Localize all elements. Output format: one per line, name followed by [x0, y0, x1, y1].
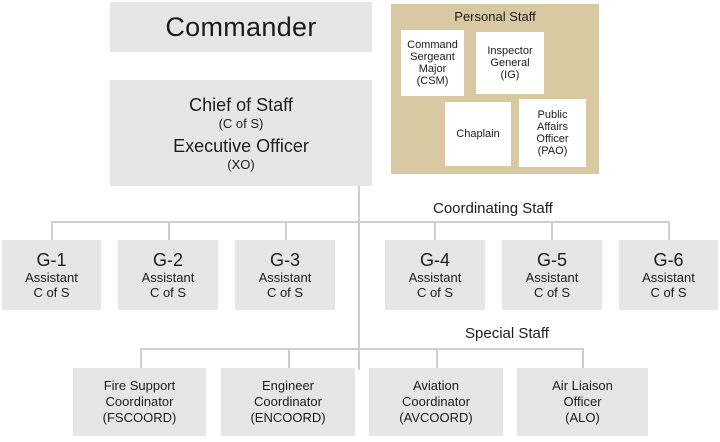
- encoord-drop: [288, 348, 290, 368]
- g3-box: G-3 Assistant C of S: [235, 240, 335, 310]
- commander-box: Commander: [110, 2, 372, 52]
- g6-line-1: Assistant: [642, 270, 695, 285]
- chief-abbr: (C of S): [218, 116, 264, 131]
- pao-line-3: Officer: [536, 133, 569, 145]
- chaplain-box: Chaplain: [445, 102, 511, 166]
- ig-line-1: Inspector: [487, 45, 533, 57]
- chief-of-staff-box: Chief of Staff (C of S) Executive Office…: [110, 80, 372, 186]
- g6-code: G-6: [653, 250, 684, 270]
- g5-line-1: Assistant: [525, 270, 579, 285]
- pao-box: Public Affairs Officer (PAO): [519, 99, 586, 167]
- encoord-line-2: Coordinator: [254, 394, 322, 409]
- g2-drop: [168, 221, 170, 240]
- alo-line-3: (ALO): [565, 410, 600, 425]
- personal-staff-title: Personal Staff: [454, 9, 536, 24]
- chief-title: Chief of Staff: [189, 95, 293, 115]
- csm-line-1: Command: [407, 39, 458, 51]
- g4-drop: [434, 221, 436, 240]
- xo-abbr: (XO): [227, 157, 255, 172]
- g5-code: G-5: [536, 250, 567, 270]
- encoord-box: Engineer Coordinator (ENCOORD): [221, 368, 355, 436]
- avcoord-line-1: Aviation: [412, 378, 459, 393]
- g1-code: G-1: [36, 250, 67, 270]
- g5-line-2: C of S: [533, 285, 571, 300]
- g4-line-1: Assistant: [408, 270, 462, 285]
- g2-code: G-2: [152, 250, 183, 270]
- g4-code: G-4: [419, 250, 450, 270]
- fscoord-line-2: Coordinator: [105, 394, 174, 409]
- g6-box: G-6 Assistant C of S: [619, 240, 718, 310]
- avcoord-drop: [436, 348, 438, 368]
- g1-box: G-1 Assistant C of S: [2, 240, 101, 310]
- special-bus: [140, 348, 584, 350]
- csm-line-3: Major: [418, 63, 447, 75]
- avcoord-line-2: Coordinator: [402, 394, 470, 409]
- commander-label: Commander: [165, 11, 317, 42]
- g5-box: G-5 Assistant C of S: [502, 240, 602, 310]
- xo-title: Executive Officer: [173, 136, 309, 156]
- g4-box: G-4 Assistant C of S: [385, 240, 485, 310]
- pao-line-2: Affairs: [537, 121, 568, 133]
- g1-line-1: Assistant: [25, 270, 78, 285]
- g2-line-1: Assistant: [141, 270, 195, 285]
- g5-drop: [551, 221, 553, 240]
- ig-line-2: General: [490, 57, 530, 69]
- csm-line-2: Sergeant: [410, 51, 455, 63]
- g2-line-2: C of S: [149, 285, 187, 300]
- special-staff-label: Special Staff: [465, 325, 549, 342]
- alo-line-1: Air Liaison: [552, 378, 613, 393]
- g3-drop: [285, 221, 287, 240]
- fscoord-box: Fire Support Coordinator (FSCOORD): [73, 368, 206, 436]
- g2-box: G-2 Assistant C of S: [118, 240, 218, 310]
- g1-drop: [51, 221, 53, 240]
- fscoord-line-1: Fire Support: [103, 378, 176, 393]
- alo-drop: [582, 348, 584, 368]
- encoord-line-1: Engineer: [261, 378, 315, 393]
- avcoord-box: Aviation Coordinator (AVCOORD): [369, 368, 503, 436]
- encoord-line-3: (ENCOORD): [250, 410, 326, 425]
- g6-line-2: C of S: [650, 285, 687, 300]
- alo-box: Air Liaison Officer (ALO): [517, 368, 648, 436]
- pao-line-4: (PAO): [537, 145, 568, 157]
- csm-line-4: (CSM): [416, 75, 449, 87]
- ig-line-3: (IG): [500, 69, 520, 81]
- g3-code: G-3: [269, 250, 300, 270]
- ig-box: Inspector General (IG): [476, 32, 544, 94]
- g6-drop: [668, 221, 670, 240]
- pao-line-1: Public: [537, 109, 568, 121]
- coordinating-staff-label: Coordinating Staff: [433, 200, 553, 217]
- trunk-line: [358, 186, 360, 370]
- g3-line-1: Assistant: [258, 270, 312, 285]
- fscoord-line-3: (FSCOORD): [102, 410, 177, 425]
- fscoord-drop: [140, 348, 142, 368]
- alo-line-2: Officer: [563, 394, 602, 409]
- csm-box: Command Sergeant Major (CSM): [401, 30, 464, 96]
- g4-line-2: C of S: [416, 285, 454, 300]
- chaplain-label: Chaplain: [456, 128, 500, 140]
- g1-line-2: C of S: [33, 285, 70, 300]
- avcoord-line-3: (AVCOORD): [399, 410, 473, 425]
- personal-staff-panel: Personal Staff Command Sergeant Major (C…: [391, 4, 599, 174]
- g3-line-2: C of S: [266, 285, 304, 300]
- coordinating-bus: [51, 221, 670, 223]
